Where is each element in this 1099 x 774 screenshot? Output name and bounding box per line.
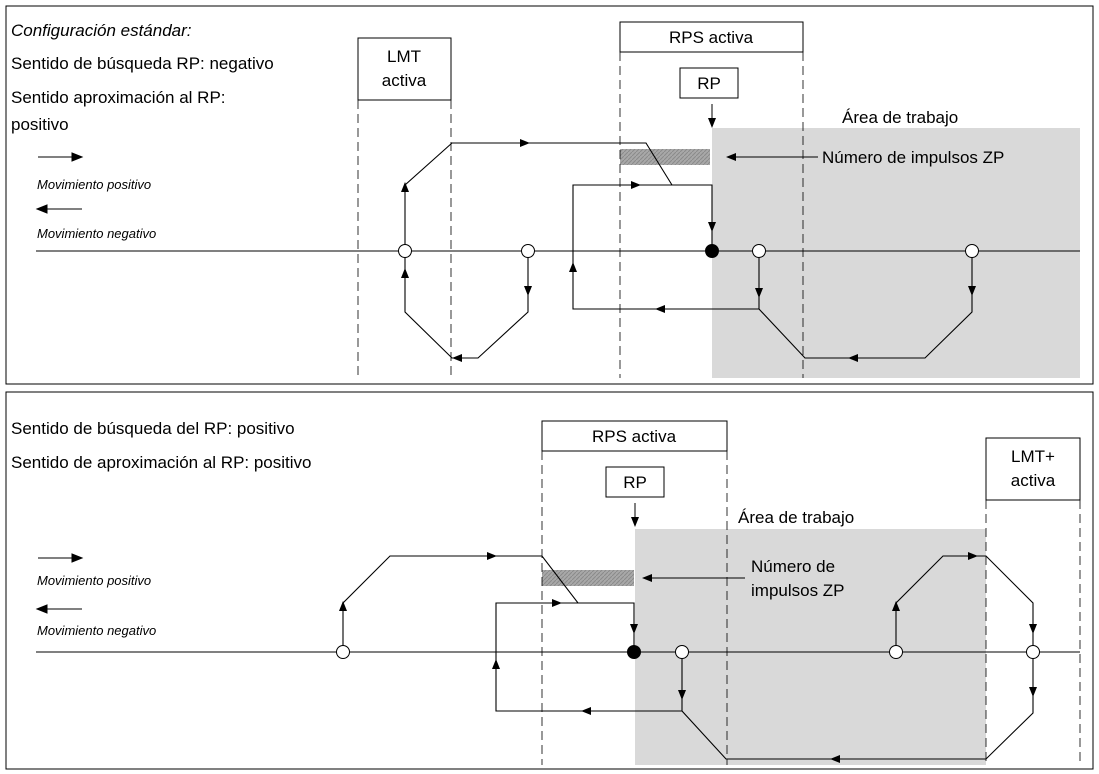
search-direction-text: Sentido de búsqueda del RP: positivo: [11, 419, 295, 438]
lmt-plus-label: LMT+: [1011, 447, 1055, 466]
zp-bar: [542, 570, 634, 586]
zp-label-2: impulsos ZP: [751, 581, 845, 600]
legend-arrows: [35, 152, 84, 214]
zp-label: Número de impulsos ZP: [822, 148, 1004, 167]
rp-box: [679, 67, 739, 99]
approach-direction-text: Sentido aproximación al RP:: [11, 88, 226, 107]
panel-bottom-frame: [5, 391, 1094, 770]
panel-top: Configuración estándar: Sentido de búsqu…: [5, 5, 1094, 385]
rps-label: RPS activa: [669, 28, 754, 47]
lmt-label-2: activa: [382, 71, 427, 90]
work-area-label: Área de trabajo: [738, 508, 854, 527]
work-area-region: [712, 128, 1080, 378]
lmt-box: [357, 37, 452, 101]
zp-bar: [620, 149, 710, 165]
rps-box: [541, 420, 728, 452]
rps-box: [619, 21, 804, 53]
config-title: Configuración estándar:: [11, 21, 192, 40]
legend-arrows: [35, 553, 84, 614]
legend-positive-label: Movimiento positivo: [37, 573, 151, 588]
legend-positive-label: Movimiento positivo: [37, 177, 151, 192]
switch-points: [398, 244, 979, 258]
search-direction-text: Sentido de búsqueda RP: negativo: [11, 54, 274, 73]
arrowheads: [401, 118, 976, 362]
rp-box: [605, 466, 665, 498]
panel-top-frame: [5, 5, 1094, 385]
lmt-plus-box: [985, 437, 1081, 501]
rp-label: RP: [623, 473, 647, 492]
arrowheads: [339, 517, 1037, 763]
approach-direction-text-2: positivo: [11, 115, 69, 134]
boundary-lines: [357, 52, 804, 378]
work-area-region: [635, 529, 986, 765]
lmt-plus-label-2: activa: [1011, 471, 1056, 490]
panel-bottom: Sentido de búsqueda del RP: positivo Sen…: [5, 391, 1094, 770]
rp-label: RP: [697, 74, 721, 93]
work-area-label: Área de trabajo: [842, 108, 958, 127]
lmt-label: LMT: [387, 47, 421, 66]
switch-points: [336, 645, 1040, 659]
zp-label: Número de: [751, 557, 835, 576]
legend-negative-label: Movimiento negativo: [37, 623, 156, 638]
rps-label: RPS activa: [592, 427, 677, 446]
legend-negative-label: Movimiento negativo: [37, 226, 156, 241]
approach-direction-text: Sentido de aproximación al RP: positivo: [11, 453, 312, 472]
boundary-lines: [541, 451, 1081, 765]
